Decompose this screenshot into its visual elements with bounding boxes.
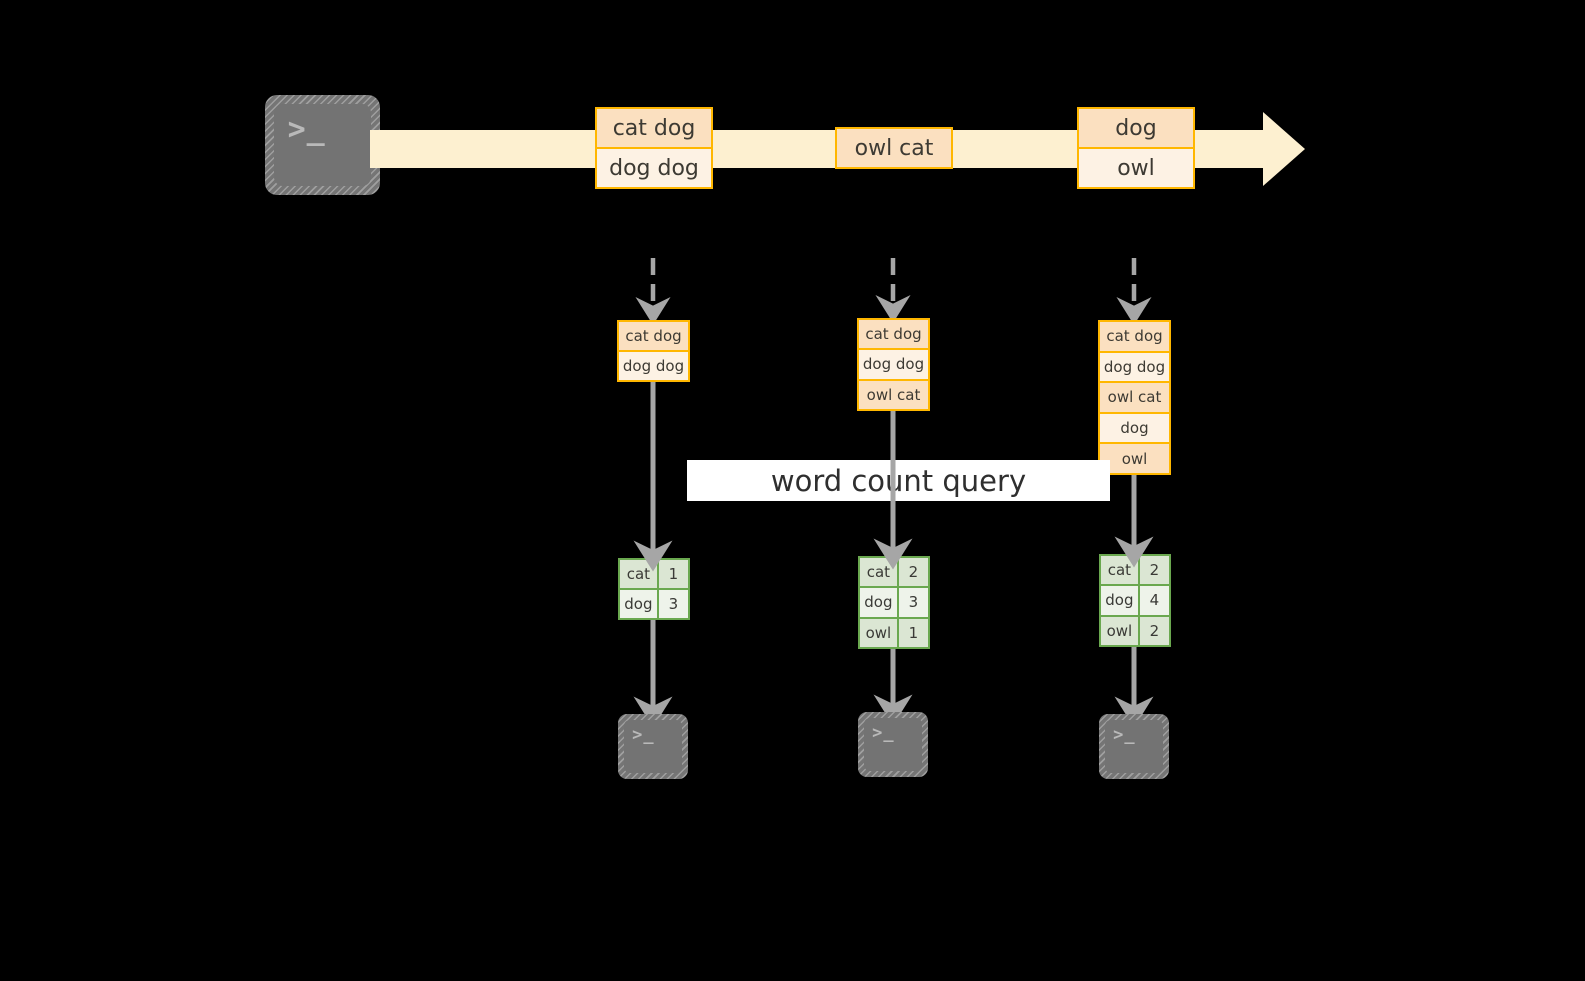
terminal-screen: >_ xyxy=(624,720,682,773)
stream-record: dog dog xyxy=(597,149,711,187)
result-word: owl xyxy=(860,618,899,647)
input-row: dog dog xyxy=(619,352,688,380)
stream-record: cat dog xyxy=(597,109,711,149)
result-table-1: cat 1 dog 3 xyxy=(618,558,690,620)
input-row: dog dog xyxy=(859,350,928,381)
result-word: dog xyxy=(620,590,659,618)
stream-batch-2: owl cat xyxy=(835,127,953,169)
sink-terminal-2: >_ xyxy=(858,712,928,777)
query-label: word count query xyxy=(687,460,1110,501)
sink-terminal-3: >_ xyxy=(1099,714,1169,779)
result-count: 2 xyxy=(1149,621,1160,640)
result-count: 3 xyxy=(668,595,679,613)
stream-batch-3: dog owl xyxy=(1077,107,1195,189)
input-row: dog dog xyxy=(1100,352,1169,384)
event-stream-arrowhead xyxy=(1263,112,1305,186)
result-row: dog 4 xyxy=(1101,586,1169,617)
result-word: dog xyxy=(1101,586,1140,615)
input-row: cat dog xyxy=(859,320,928,351)
terminal-screen: >_ xyxy=(864,718,922,771)
terminal-prompt-glyph: >_ xyxy=(1113,725,1136,746)
stream-batch-1: cat dog dog dog xyxy=(595,107,713,189)
sink-terminal-1: >_ xyxy=(618,714,688,779)
input-row: cat dog xyxy=(1100,322,1169,353)
result-count: 1 xyxy=(668,565,679,583)
input-row: owl cat xyxy=(1100,383,1169,414)
terminal-screen: >_ xyxy=(274,104,371,186)
result-row: owl 2 xyxy=(1101,616,1169,645)
result-count: 4 xyxy=(1149,591,1160,610)
result-row: dog 3 xyxy=(860,588,928,619)
result-count: 1 xyxy=(908,623,919,642)
accumulated-input-1: cat dog dog dog xyxy=(617,320,690,382)
result-word: dog xyxy=(860,588,899,617)
stream-record: owl xyxy=(1079,149,1193,187)
accumulated-input-2: cat dog dog dog owl cat xyxy=(857,318,930,411)
input-row: owl cat xyxy=(859,380,928,409)
source-terminal-icon: >_ xyxy=(265,95,380,195)
input-row: dog xyxy=(1100,413,1169,445)
terminal-prompt-glyph: >_ xyxy=(632,725,655,746)
result-row: owl 1 xyxy=(860,618,928,647)
input-row: owl xyxy=(1100,444,1169,473)
terminal-screen: >_ xyxy=(1105,720,1163,773)
result-row: dog 3 xyxy=(620,590,688,618)
stream-record: dog xyxy=(1079,109,1193,149)
result-count: 3 xyxy=(908,593,919,612)
stream-record: owl cat xyxy=(837,129,951,167)
result-count: 2 xyxy=(1149,561,1160,580)
accumulated-input-3: cat dog dog dog owl cat dog owl xyxy=(1098,320,1171,475)
terminal-prompt-glyph: >_ xyxy=(287,112,326,148)
result-count: 2 xyxy=(908,563,919,582)
query-label-text: word count query xyxy=(770,463,1027,498)
terminal-prompt-glyph: >_ xyxy=(872,723,895,744)
result-word: owl xyxy=(1101,616,1140,645)
input-row: cat dog xyxy=(619,322,688,352)
